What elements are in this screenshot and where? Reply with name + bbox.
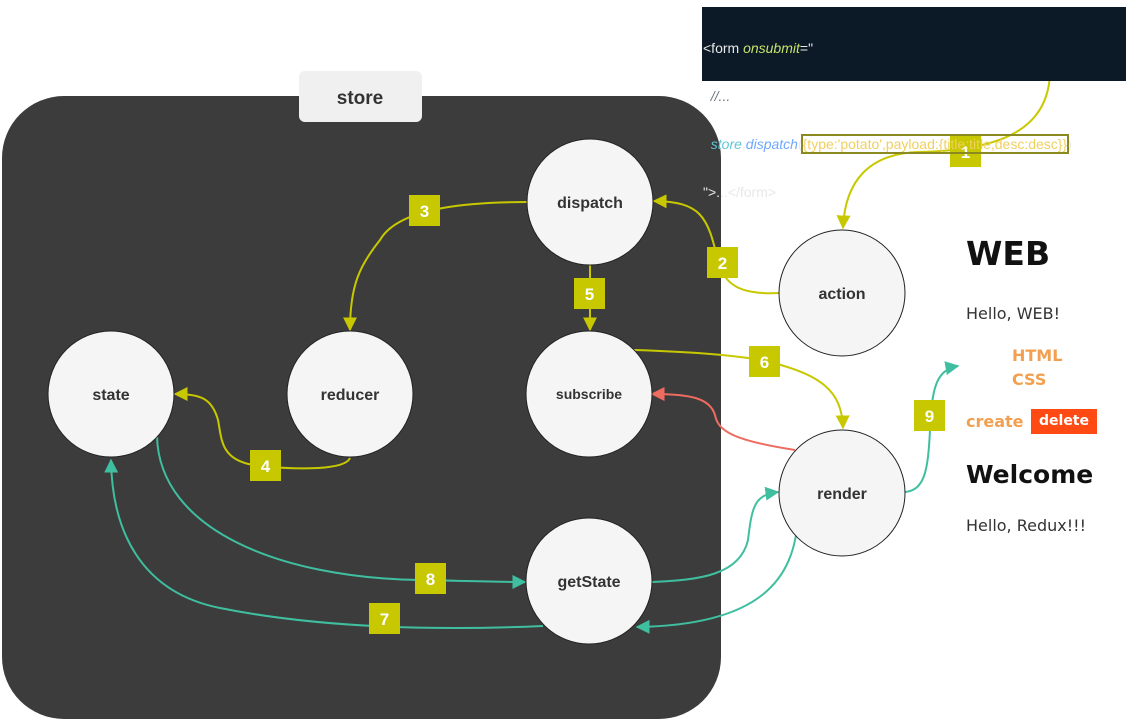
welcome-body-text: Hello, Redux!!! xyxy=(966,516,1086,535)
delete-button[interactable]: delete xyxy=(1031,409,1097,434)
code-line-4: ">...</form> xyxy=(703,184,777,200)
code-line-2: //... xyxy=(703,88,731,104)
node-getstate: getState xyxy=(525,517,653,645)
nav-link-html[interactable]: HTML xyxy=(1012,346,1063,365)
node-subscribe-label: subscribe xyxy=(556,386,622,402)
code-form-tag: <form xyxy=(703,40,744,56)
code-paren-close: ) xyxy=(1067,136,1072,152)
arrow-getstate-to-render xyxy=(651,486,780,583)
web-body-text: Hello, WEB! xyxy=(966,304,1061,323)
step-5-label: 5 xyxy=(585,285,594,304)
step-6-label: 6 xyxy=(760,353,769,372)
step-4-badge: 4 xyxy=(250,450,281,481)
step-3-label: 3 xyxy=(420,202,429,221)
node-dispatch: dispatch xyxy=(526,138,654,266)
code-snippet: <form onsubmit=" //... store.dispatch({t… xyxy=(702,7,1126,200)
code-line-1: <form onsubmit=" xyxy=(703,40,1126,56)
arrow-render-to-getstate xyxy=(635,515,799,634)
step-2-label: 2 xyxy=(718,254,727,273)
node-state-label: state xyxy=(92,387,129,404)
arrow-7-getstate-to-state xyxy=(104,458,544,630)
web-title: WEB xyxy=(966,234,1051,273)
code-paren-open: ( xyxy=(797,136,803,152)
step-1-label: 1 xyxy=(961,143,970,162)
step-7-label: 7 xyxy=(380,610,389,629)
node-subscribe: subscribe xyxy=(525,330,653,458)
step-8-badge: 8 xyxy=(415,563,446,594)
code-dot: . xyxy=(741,136,746,152)
node-render: render xyxy=(778,429,906,557)
node-action: action xyxy=(778,229,906,357)
node-reducer: reducer xyxy=(286,330,414,458)
step-6-badge: 6 xyxy=(749,346,780,377)
web-preview: WEB Hello, WEB! HTML CSS create delete W… xyxy=(966,230,1136,550)
arrow-1-code-to-action xyxy=(836,69,1051,230)
nav-link-css[interactable]: CSS xyxy=(1012,370,1047,389)
store-tab xyxy=(299,71,422,122)
node-render-label: render xyxy=(817,486,867,503)
code-onsubmit-attr: onsubmit xyxy=(743,40,800,56)
step-9-badge: 9 xyxy=(914,400,945,431)
code-dispatch-fn: dispatch xyxy=(745,136,798,152)
step-7-badge: 7 xyxy=(369,603,400,634)
node-getstate-label: getState xyxy=(557,574,620,591)
step-5-badge: 5 xyxy=(574,278,605,309)
step-8-label: 8 xyxy=(426,570,435,589)
create-link[interactable]: create xyxy=(966,412,1024,431)
node-action-label: action xyxy=(818,286,865,303)
node-reducer-label: reducer xyxy=(321,387,380,404)
step-9-label: 9 xyxy=(925,407,934,426)
arrow-8-state-to-getstate xyxy=(156,436,527,589)
step-3-badge: 3 xyxy=(409,195,440,226)
arrow-4-reducer-to-state xyxy=(173,387,351,470)
node-state: state xyxy=(47,330,175,458)
code-equals: =" xyxy=(799,40,814,56)
step-1-badge: 1 xyxy=(950,136,981,167)
step-2-badge: 2 xyxy=(707,247,738,278)
arrow-render-to-subscribe xyxy=(650,387,796,451)
step-4-label: 4 xyxy=(261,457,271,476)
welcome-title: Welcome xyxy=(966,460,1094,489)
code-line-3: store.dispatch({type:'potato',payload:{t… xyxy=(703,134,1126,154)
store-label: store xyxy=(337,88,383,109)
arrow-3-dispatch-to-reducer xyxy=(343,201,528,332)
node-dispatch-label: dispatch xyxy=(557,195,623,212)
code-store-obj: store xyxy=(703,136,742,152)
code-action-object: {type:'potato',payload:{title:title,desc… xyxy=(800,134,1070,154)
